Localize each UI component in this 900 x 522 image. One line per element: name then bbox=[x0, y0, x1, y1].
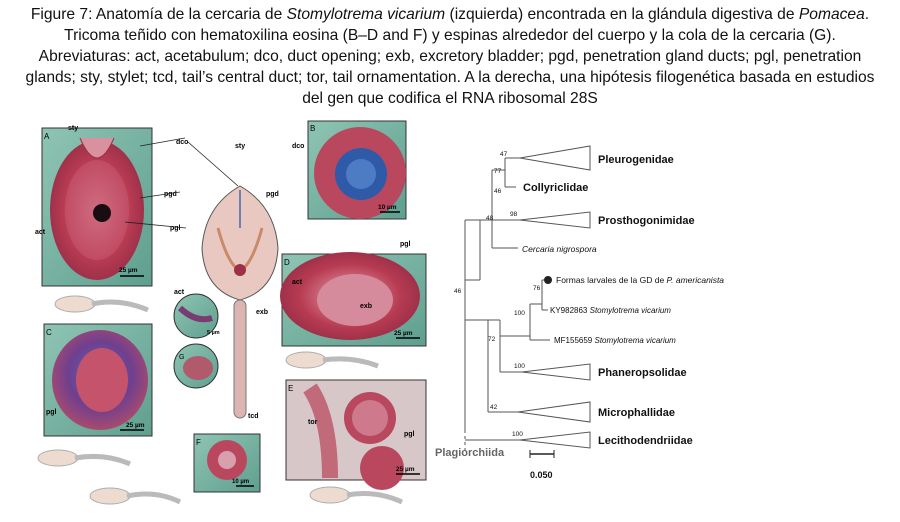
label-tor: tor bbox=[308, 419, 318, 426]
support-46-mid: 46 bbox=[454, 288, 462, 295]
support-100-lec: 100 bbox=[512, 431, 523, 438]
panel-a: A sty act 25 µm bbox=[35, 125, 153, 287]
scale-b: 10 µm bbox=[378, 204, 397, 211]
phylogenetic-tree: Pleurogenidae Collyriclidae Prosthogonim… bbox=[435, 145, 724, 480]
panel-c: C pgl 25 µm bbox=[43, 323, 153, 437]
label-dco-b: dco bbox=[292, 143, 304, 150]
scale-a: 25 µm bbox=[119, 267, 138, 274]
label-sty-a: sty bbox=[68, 125, 78, 132]
clade-pleurogenidae: Pleurogenidae bbox=[598, 154, 674, 166]
figure-caption: Figure 7: Anatomía de la cercaria de Sto… bbox=[0, 4, 900, 109]
clade-triangle-phaneropsolidae bbox=[521, 363, 591, 381]
caption-line-5: del gen que codifica el RNA ribosomal 28… bbox=[302, 90, 598, 107]
support-72: 72 bbox=[488, 336, 496, 343]
panel-g-letter: G bbox=[179, 354, 184, 361]
support-100-stom: 100 bbox=[514, 310, 525, 317]
label-act-d: act bbox=[292, 279, 303, 286]
support-98: 98 bbox=[510, 211, 518, 218]
clade-collyriclidae: Collyriclidae bbox=[523, 182, 588, 194]
cercaria-outline-5 bbox=[309, 486, 404, 505]
leaf-mf155659: MF155659 Stomylotrema vicarium bbox=[554, 336, 676, 345]
larval-form-marker bbox=[544, 276, 552, 284]
panel-f: F 10 µm bbox=[193, 433, 261, 493]
clade-prosthogonimidae: Prosthogonimidae bbox=[598, 215, 695, 227]
panel-d-letter: D bbox=[284, 258, 290, 267]
label-plagiorchiida: Plagiorchiida bbox=[435, 447, 505, 459]
label-exb-d: exb bbox=[360, 303, 372, 310]
label-pgl-c: pgl bbox=[46, 409, 57, 416]
clade-lecithodendriidae: Lecithodendriidae bbox=[598, 435, 693, 447]
figure-label: Figure 7: bbox=[30, 6, 93, 23]
panel-a-letter: A bbox=[44, 132, 50, 141]
support-77: 77 bbox=[494, 168, 502, 175]
leaf-ky982863: KY982863 Stomylotrema vicarium bbox=[550, 306, 671, 315]
label-tcd: tcd bbox=[248, 413, 259, 420]
clade-microphallidae: Microphallidae bbox=[598, 407, 675, 419]
cercaria-schematic: sty dco pgd pgd pgl act exb tcd bbox=[124, 137, 279, 420]
scale-f: 10 µm bbox=[232, 479, 249, 485]
clade-triangle-pleurogenidae bbox=[519, 145, 591, 171]
caption-line-4: glands; sty, stylet; tcd, tail’s central… bbox=[25, 69, 875, 86]
panel-g: G 5 µm bbox=[173, 293, 220, 389]
panel-b-letter: B bbox=[310, 124, 315, 133]
panel-f-letter: F bbox=[196, 438, 201, 447]
scale-d: 25 µm bbox=[394, 330, 413, 337]
label-act-a: act bbox=[35, 229, 46, 236]
label-pgl-e: pgl bbox=[404, 431, 415, 438]
scale-c: 25 µm bbox=[126, 422, 145, 429]
cercaria-outline-4 bbox=[89, 487, 182, 505]
support-100-phan: 100 bbox=[514, 363, 525, 370]
larval-label: Formas larvales de la GD de P. americani… bbox=[556, 275, 724, 285]
label-exb: exb bbox=[256, 309, 268, 316]
clade-phaneropsolidae: Phaneropsolidae bbox=[598, 367, 687, 379]
label-pgl-d: pgl bbox=[400, 241, 411, 248]
tree-scale-bar-label: 0.050 bbox=[530, 470, 553, 480]
caption-text-2: (izquierda) encontrada en la glándula di… bbox=[445, 6, 799, 23]
caption-line-1: Figure 7: Anatomía de la cercaria de Sto… bbox=[0, 4, 900, 25]
support-48: 48 bbox=[486, 215, 494, 222]
clade-cercaria-nigrospora: Cercaria nigrospora bbox=[522, 244, 597, 254]
cercaria-outline-1 bbox=[54, 295, 149, 313]
support-47: 47 bbox=[500, 151, 508, 158]
clade-triangle-prosthogonimidae bbox=[519, 211, 591, 229]
cercaria-anatomy-figure: A sty act 25 µm C pgl 25 µm sty dco pgd … bbox=[35, 120, 427, 505]
label-act: act bbox=[174, 289, 185, 296]
cercaria-outline-3 bbox=[285, 351, 379, 369]
support-46-top: 46 bbox=[494, 188, 502, 195]
scale-e: 25 µm bbox=[396, 466, 415, 473]
panel-c-letter: C bbox=[46, 328, 52, 337]
cercaria-outline-2 bbox=[37, 449, 132, 467]
label-pgd-2: pgd bbox=[266, 191, 279, 198]
caption-host: Pomacea bbox=[798, 6, 865, 23]
caption-line-3: Abreviaturas: act, acetabulum; dco, duct… bbox=[38, 48, 862, 65]
support-42: 42 bbox=[490, 404, 498, 411]
support-76: 76 bbox=[533, 285, 541, 292]
panel-e: E tor pgl 25 µm bbox=[285, 379, 427, 490]
caption-text-1: Anatomía de la cercaria de bbox=[92, 6, 287, 23]
caption-text-3: . bbox=[864, 6, 870, 23]
panel-e-letter: E bbox=[288, 384, 293, 393]
panel-b: B dco 10 µm bbox=[292, 120, 407, 220]
label-sty: sty bbox=[235, 143, 245, 150]
label-pgd: pgd bbox=[164, 191, 177, 198]
label-dco: dco bbox=[176, 139, 188, 146]
clade-triangle-lecithodendriidae bbox=[519, 431, 591, 449]
scale-g: 5 µm bbox=[207, 330, 220, 336]
panel-d: D act exb pgl 25 µm bbox=[280, 241, 427, 347]
caption-line-2: Tricoma teñido con hematoxilina eosina (… bbox=[64, 27, 836, 44]
clade-triangle-microphallidae bbox=[517, 401, 591, 423]
caption-species: Stomylotrema vicarium bbox=[286, 6, 446, 23]
label-pgl: pgl bbox=[170, 225, 181, 232]
